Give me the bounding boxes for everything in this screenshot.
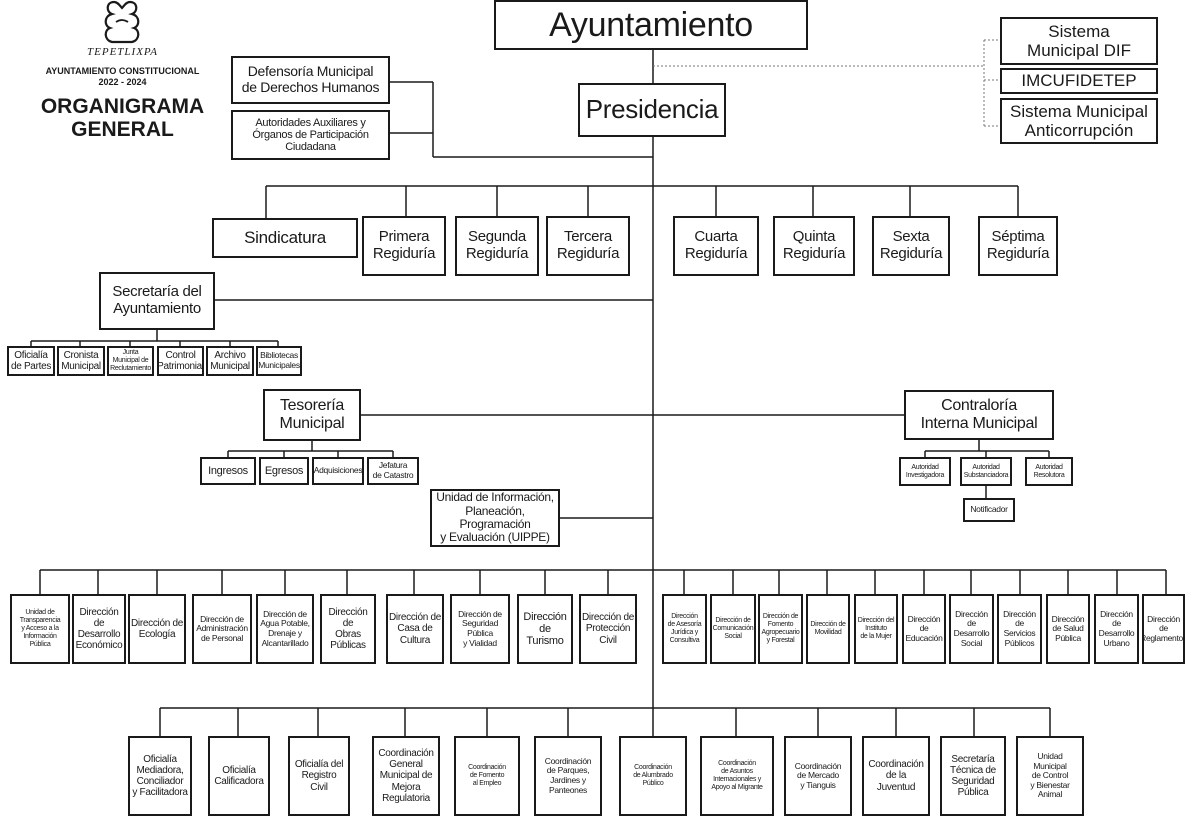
- imcufidetep-box[interactable]: IMCUFIDETEP: [1000, 68, 1158, 94]
- secretaria-ayuntamiento-box[interactable]: Secretaría del Ayuntamiento: [99, 272, 215, 330]
- direccion-desarrollo-economico-box[interactable]: Dirección de Desarrollo Económico: [72, 594, 126, 664]
- direccion-fomento-agropecuario-box[interactable]: Dirección de Fomento Agropecuario y Fore…: [758, 594, 803, 664]
- coordinacion-fomento-empleo-box[interactable]: Coordinación de Fomento al Empleo: [454, 736, 520, 816]
- coordinacion-alumbrado-publico-box[interactable]: Coordinación de Alumbrado Público: [619, 736, 687, 816]
- sindicatura-box[interactable]: Sindicatura: [212, 218, 358, 258]
- direccion-turismo-box[interactable]: Dirección de Turismo: [517, 594, 573, 664]
- direccion-educacion-box[interactable]: Dirección de Educación: [902, 594, 946, 664]
- coordinacion-mercado-tianguis-box[interactable]: Coordinación de Mercado y Tianguis: [784, 736, 852, 816]
- presidencia-box[interactable]: Presidencia: [578, 83, 726, 137]
- municipality-name: TEPETLIXPA: [87, 46, 158, 58]
- direccion-administracion-personal-box[interactable]: Dirección de Administración de Personal: [192, 594, 252, 664]
- junta-reclutamiento-box[interactable]: Junta Municipal de Reclutamiento: [107, 346, 154, 376]
- direccion-casa-cultura-box[interactable]: Dirección de Casa de Cultura: [386, 594, 444, 664]
- defensoria-box[interactable]: Defensoría Municipal de Derechos Humanos: [231, 56, 390, 104]
- direccion-proteccion-civil-box[interactable]: Dirección de Protección Civil: [579, 594, 637, 664]
- title-line-2: GENERAL: [71, 118, 174, 141]
- oficialia-registro-civil-box[interactable]: Oficialía del Registro Civil: [288, 736, 350, 816]
- glyph-emblem-icon: [104, 0, 140, 44]
- direccion-seguridad-publica-box[interactable]: Dirección de Seguridad Pública y Vialida…: [450, 594, 510, 664]
- coordinacion-mejora-regulatoria-box[interactable]: Coordinación General Municipal de Mejora…: [372, 736, 440, 816]
- ayuntamiento-box[interactable]: Ayuntamiento: [494, 0, 808, 50]
- tercera-regiduria-box[interactable]: Tercera Regiduría: [546, 216, 630, 276]
- contraloria-interna-box[interactable]: Contraloría Interna Municipal: [904, 390, 1054, 440]
- unidad-bienestar-animal-box[interactable]: Unidad Municipal de Control y Bienestar …: [1016, 736, 1084, 816]
- direccion-agua-potable-box[interactable]: Dirección de Agua Potable, Drenaje y Alc…: [256, 594, 314, 664]
- direccion-comunicacion-social-box[interactable]: Dirección de Comunicación Social: [710, 594, 756, 664]
- autoridad-resolutora-box[interactable]: Autoridad Resolutora: [1025, 457, 1073, 486]
- municipal-logo: TEPETLIXPA AYUNTAMIENTO CONSTITUCIONAL 2…: [30, 0, 215, 141]
- coordinacion-asuntos-internacionales-box[interactable]: Coordinación de Asuntos Internacionales …: [700, 736, 774, 816]
- adquisiciones-box[interactable]: Adquisiciones: [312, 457, 364, 485]
- notificador-box[interactable]: Notificador: [963, 498, 1015, 522]
- bibliotecas-municipales-box[interactable]: Bibliotecas Municipales: [256, 346, 302, 376]
- period-label: 2022 - 2024: [98, 77, 147, 87]
- direccion-instituto-mujer-box[interactable]: Dirección del Instituto de la Mujer: [854, 594, 898, 664]
- direccion-ecologia-box[interactable]: Dirección de Ecología: [128, 594, 186, 664]
- direccion-desarrollo-social-box[interactable]: Dirección de Desarrollo Social: [949, 594, 994, 664]
- direccion-salud-publica-box[interactable]: Dirección de Salud Pública: [1046, 594, 1090, 664]
- quinta-regiduria-box[interactable]: Quinta Regiduría: [773, 216, 855, 276]
- coordinacion-parques-jardines-box[interactable]: Coordinación de Parques, Jardines y Pant…: [534, 736, 602, 816]
- ayuntamiento-label: AYUNTAMIENTO CONSTITUCIONAL: [45, 66, 200, 76]
- direccion-movilidad-box[interactable]: Dirección de Movilidad: [806, 594, 850, 664]
- autoridad-investigadora-box[interactable]: Autoridad Investigadora: [899, 457, 951, 486]
- autoridad-substanciadora-box[interactable]: Autoridad Substanciadora: [960, 457, 1012, 486]
- tesoreria-municipal-box[interactable]: Tesorería Municipal: [263, 389, 361, 441]
- autoridades-auxiliares-box[interactable]: Autoridades Auxiliares y Órganos de Part…: [231, 110, 390, 160]
- sexta-regiduria-box[interactable]: Sexta Regiduría: [872, 216, 950, 276]
- ingresos-box[interactable]: Ingresos: [200, 457, 256, 485]
- coordinacion-juventud-box[interactable]: Coordinación de la Juventud: [862, 736, 930, 816]
- direccion-transparencia-box[interactable]: Unidad de Transparencia y Acceso a la In…: [10, 594, 70, 664]
- oficialia-calificadora-box[interactable]: Oficialía Calificadora: [208, 736, 270, 816]
- title-line-1: ORGANIGRAMA: [40, 95, 205, 118]
- direccion-desarrollo-urbano-box[interactable]: Dirección de Desarrollo Urbano: [1094, 594, 1139, 664]
- control-patrimonial-box[interactable]: Control Patrimonial: [157, 346, 204, 376]
- segunda-regiduria-box[interactable]: Segunda Regiduría: [455, 216, 539, 276]
- cuarta-regiduria-box[interactable]: Cuarta Regiduría: [673, 216, 759, 276]
- jefatura-catastro-box[interactable]: Jefatura de Catastro: [367, 457, 419, 485]
- secretaria-tecnica-seguridad-box[interactable]: Secretaría Técnica de Seguridad Pública: [940, 736, 1006, 816]
- cronista-municipal-box[interactable]: Cronista Municipal: [57, 346, 105, 376]
- egresos-box[interactable]: Egresos: [259, 457, 309, 485]
- direccion-asesoria-juridica-box[interactable]: Dirección de Asesoría Jurídica y Consult…: [662, 594, 707, 664]
- direccion-reglamentos-box[interactable]: Dirección de Reglamentos: [1142, 594, 1185, 664]
- direccion-servicios-publicos-box[interactable]: Dirección de Servicios Públicos: [997, 594, 1042, 664]
- oficialia-mediadora-box[interactable]: Oficialía Mediadora, Conciliador y Facil…: [128, 736, 192, 816]
- anticorrupcion-box[interactable]: Sistema Municipal Anticorrupción: [1000, 98, 1158, 144]
- direccion-obras-publicas-box[interactable]: Dirección de Obras Públicas: [320, 594, 376, 664]
- dif-box[interactable]: Sistema Municipal DIF: [1000, 17, 1158, 65]
- septima-regiduria-box[interactable]: Séptima Regiduría: [978, 216, 1058, 276]
- uippe-box[interactable]: Unidad de Información, Planeación, Progr…: [430, 489, 560, 547]
- oficialia-partes-box[interactable]: Oficialía de Partes: [7, 346, 55, 376]
- archivo-municipal-box[interactable]: Archivo Municipal: [206, 346, 254, 376]
- primera-regiduria-box[interactable]: Primera Regiduría: [362, 216, 446, 276]
